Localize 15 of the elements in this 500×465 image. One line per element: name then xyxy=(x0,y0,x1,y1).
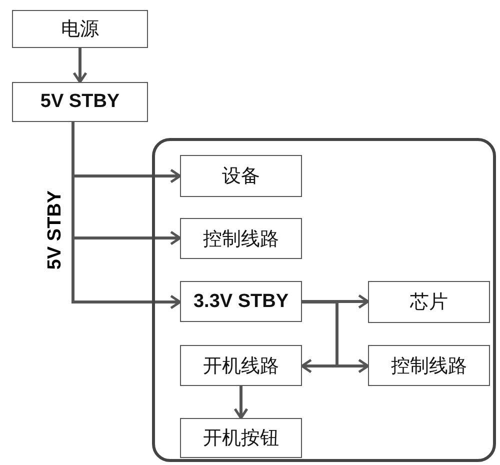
arrow xyxy=(302,294,370,309)
block-box: 控制线路 xyxy=(180,218,302,259)
rail-label: 5V STBY xyxy=(44,190,66,270)
block-box: 控制线路 xyxy=(368,345,490,386)
block-box: 开机按钮 xyxy=(180,418,302,458)
arrow xyxy=(72,48,88,84)
block-box: 3.3V STBY xyxy=(180,281,302,322)
block-box: 开机线路 xyxy=(180,345,302,386)
block-box: 芯片 xyxy=(368,281,490,323)
frame-box xyxy=(152,138,496,462)
block-box: 5V STBY xyxy=(12,82,148,122)
block-box: 设备 xyxy=(180,155,302,197)
block-box: 电源 xyxy=(12,10,148,48)
arrow xyxy=(234,386,248,420)
arrow xyxy=(72,122,182,310)
